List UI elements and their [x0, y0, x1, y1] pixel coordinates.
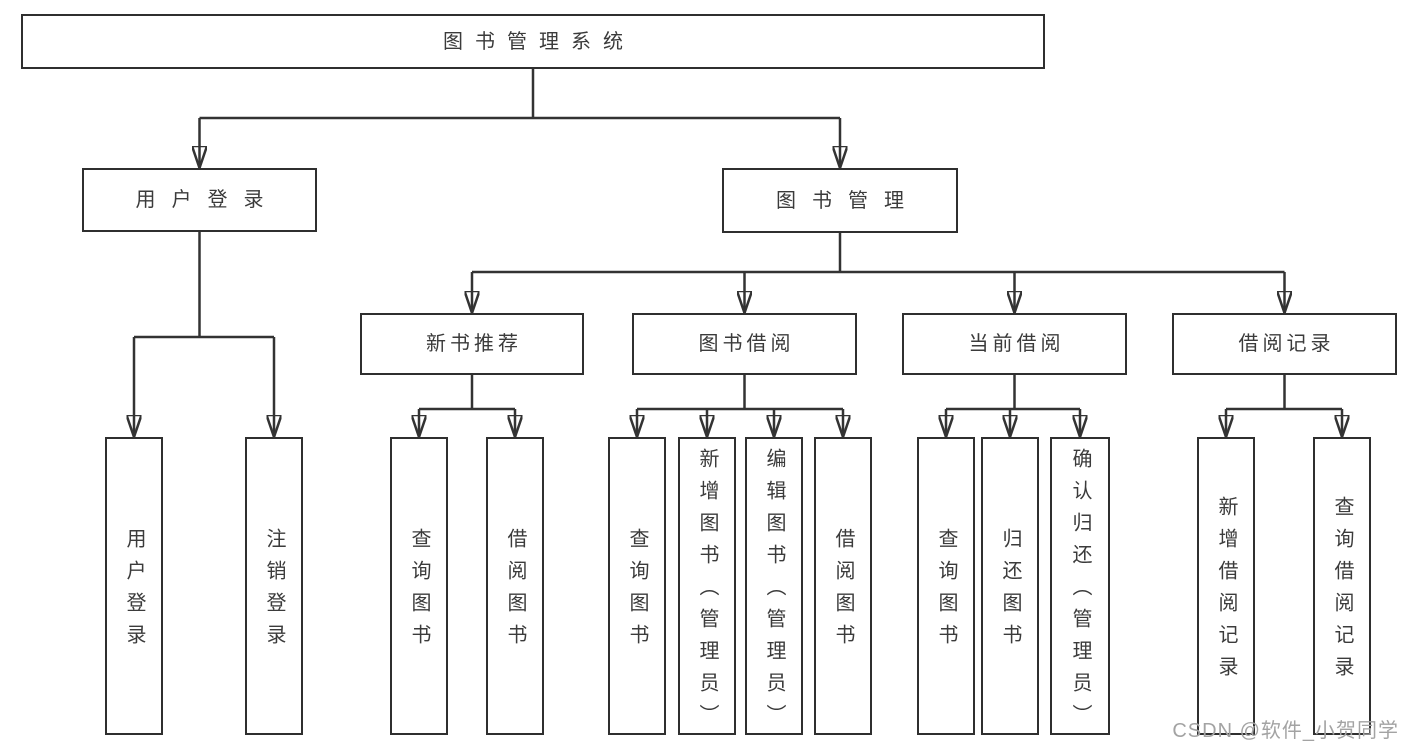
node-book-borrowing: 图书借阅 [632, 313, 857, 375]
leaf-add-book-admin-label: 新增图书（管理员） [696, 448, 718, 736]
leaf-add-borrow-record: 新增借阅记录 [1197, 437, 1255, 735]
leaf-edit-book-admin-label: 编辑图书（管理员） [763, 448, 785, 736]
leaf-query-books-current-label: 查询图书 [935, 528, 957, 656]
node-user-login-label: 用户登录 [135, 189, 280, 211]
leaf-query-books-borrow: 查询图书 [608, 437, 666, 735]
leaf-query-borrow-record: 查询借阅记录 [1313, 437, 1371, 735]
leaf-query-books-current: 查询图书 [917, 437, 975, 735]
leaf-borrow-books-label: 借阅图书 [832, 528, 854, 656]
leaf-query-books-borrow-label: 查询图书 [626, 528, 648, 656]
leaf-query-borrow-record-label: 查询借阅记录 [1331, 496, 1353, 688]
leaf-return-books: 归还图书 [981, 437, 1039, 735]
leaf-confirm-return-admin: 确认归还（管理员） [1050, 437, 1110, 736]
leaf-query-books-recommend: 查询图书 [390, 437, 448, 735]
leaf-edit-book-admin: 编辑图书（管理员） [745, 437, 803, 736]
node-book-borrowing-label: 图书借阅 [698, 333, 795, 355]
leaf-confirm-return-admin-label: 确认归还（管理员） [1069, 448, 1091, 736]
leaf-logout: 注销登录 [245, 437, 303, 735]
node-current-borrowing-label: 当前借阅 [968, 333, 1065, 355]
node-book-management-label: 图书管理 [776, 189, 920, 212]
node-borrowing-records-label: 借阅记录 [1238, 333, 1335, 355]
node-user-login: 用户登录 [82, 168, 317, 232]
node-new-book-recommend: 新书推荐 [360, 313, 584, 375]
node-book-management: 图书管理 [722, 168, 958, 233]
leaf-query-books-recommend-label: 查询图书 [408, 528, 430, 656]
csdn-watermark: CSDN @软件_小贺同学 [1172, 720, 1399, 742]
leaf-borrow-books-recommend: 借阅图书 [486, 437, 544, 735]
node-root-label: 图书管理系统 [443, 30, 635, 53]
leaf-borrow-books: 借阅图书 [814, 437, 872, 735]
leaf-logout-label: 注销登录 [263, 528, 285, 656]
leaf-user-login: 用户登录 [105, 437, 163, 735]
node-current-borrowing: 当前借阅 [902, 313, 1127, 375]
leaf-add-book-admin: 新增图书（管理员） [678, 437, 736, 736]
leaf-borrow-books-recommend-label: 借阅图书 [504, 528, 526, 656]
node-new-book-recommend-label: 新书推荐 [426, 333, 522, 355]
node-borrowing-records: 借阅记录 [1172, 313, 1397, 375]
leaf-return-books-label: 归还图书 [999, 528, 1021, 656]
node-root: 图书管理系统 [21, 14, 1045, 69]
leaf-user-login-label: 用户登录 [123, 528, 145, 656]
leaf-add-borrow-record-label: 新增借阅记录 [1215, 496, 1237, 688]
